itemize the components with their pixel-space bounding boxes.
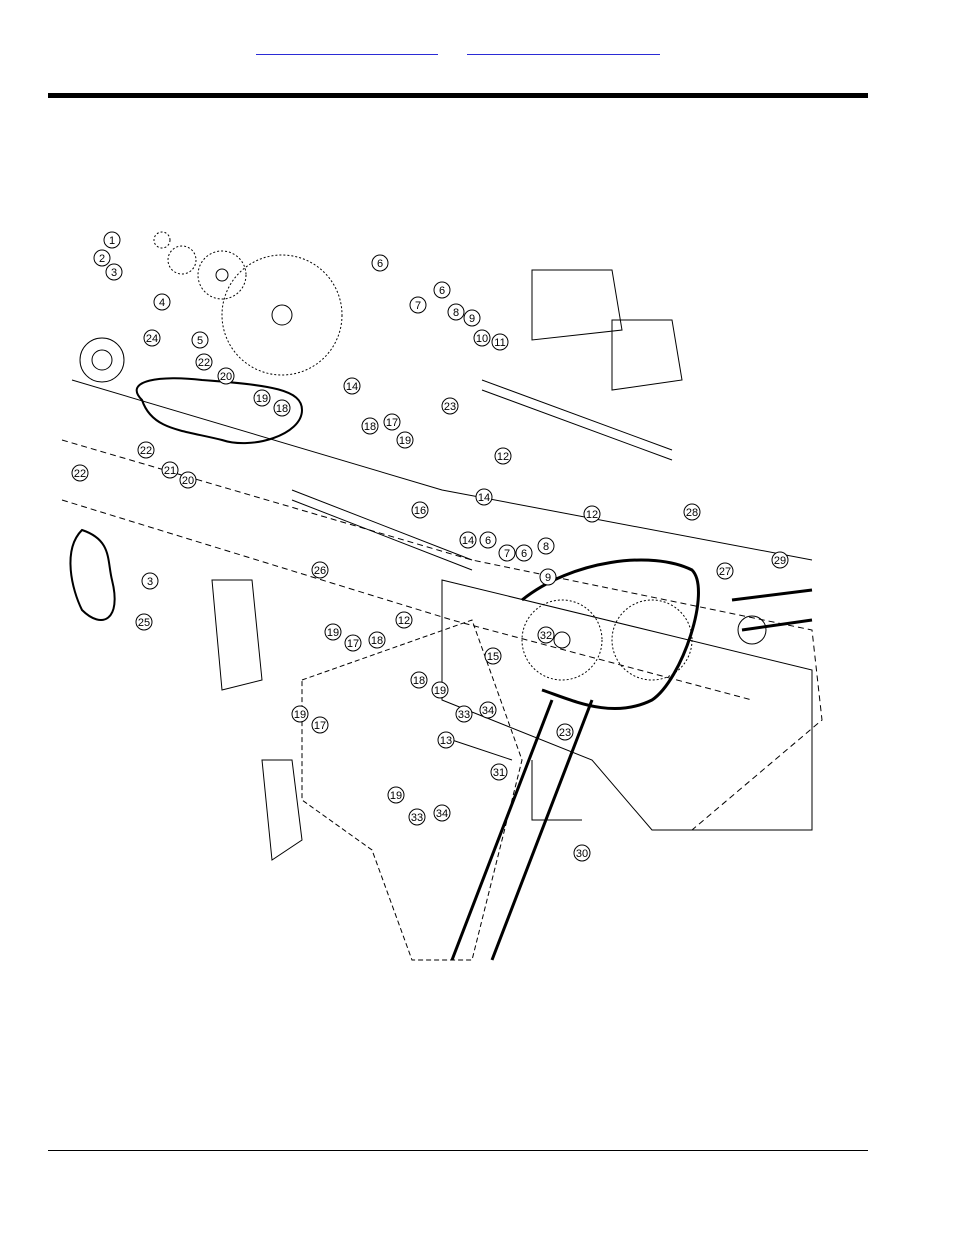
- callout-label: 16: [414, 505, 426, 517]
- footer-rule: [48, 1150, 868, 1151]
- callout-label: 17: [347, 638, 359, 650]
- callout-label: 30: [576, 848, 588, 860]
- callout-label: 6: [377, 258, 383, 270]
- callout-label: 24: [146, 333, 158, 345]
- callout-label: 14: [478, 492, 490, 504]
- callout-label: 14: [462, 535, 474, 547]
- callout-label: 3: [147, 576, 153, 588]
- callout-label: 22: [140, 445, 152, 457]
- callout-label: 9: [469, 313, 475, 325]
- callout-label: 34: [482, 705, 494, 717]
- callout-label: 18: [413, 675, 425, 687]
- callout-label: 8: [453, 307, 459, 319]
- callout-label: 10: [476, 333, 488, 345]
- callout-label: 6: [439, 285, 445, 297]
- callout-label: 27: [719, 566, 731, 578]
- callout-label: 12: [497, 451, 509, 463]
- callout-label: 21: [164, 465, 176, 477]
- callout-label: 25: [138, 617, 150, 629]
- callout-label: 8: [543, 541, 549, 553]
- header-link-1[interactable]: [256, 44, 438, 55]
- callout-label: 22: [74, 468, 86, 480]
- callout-label: 6: [485, 535, 491, 547]
- callout-label: 26: [314, 565, 326, 577]
- callout-label: 22: [198, 357, 210, 369]
- callout-label: 19: [327, 627, 339, 639]
- callout-label: 3: [111, 267, 117, 279]
- callout-label: 12: [398, 615, 410, 627]
- callout-label: 20: [220, 371, 232, 383]
- callout-label: 33: [458, 709, 470, 721]
- callout-label: 4: [159, 297, 165, 309]
- callout-label: 18: [371, 635, 383, 647]
- callout-label: 1: [109, 235, 115, 247]
- callout-label: 9: [545, 572, 551, 584]
- callout-label: 15: [487, 651, 499, 663]
- callout-label: 2: [99, 253, 105, 265]
- parts-diagram: 1 2 3 4 5 6 7 6 8 9 10 11 24 22 20 19 18…: [61, 231, 823, 961]
- callout-label: 31: [493, 767, 505, 779]
- callout-label: 12: [586, 509, 598, 521]
- callout-label: 7: [504, 548, 510, 560]
- callout-label: 19: [294, 709, 306, 721]
- callout-label: 19: [434, 685, 446, 697]
- callout-label: 29: [774, 555, 786, 567]
- callout-label: 19: [256, 393, 268, 405]
- callout-label: 14: [346, 381, 358, 393]
- callout-label: 34: [436, 808, 448, 820]
- callout-label: 23: [444, 401, 456, 413]
- callout-label: 23: [559, 727, 571, 739]
- callout-label: 33: [411, 812, 423, 824]
- callout-label: 18: [364, 421, 376, 433]
- callout-label: 5: [197, 335, 203, 347]
- callout-label: 19: [399, 435, 411, 447]
- callout-label: 17: [314, 720, 326, 732]
- callout-label: 32: [540, 630, 552, 642]
- callout-label: 18: [276, 403, 288, 415]
- header-link-2[interactable]: [467, 44, 660, 55]
- callout-label: 13: [440, 735, 452, 747]
- header-rule: [48, 93, 868, 98]
- callout-label: 11: [494, 337, 505, 349]
- callout-label: 20: [182, 475, 194, 487]
- callout-label: 19: [390, 790, 402, 802]
- callout-label: 17: [386, 417, 398, 429]
- callout-label: 7: [415, 300, 421, 312]
- callout-label: 28: [686, 507, 698, 519]
- callout-label: 6: [521, 548, 527, 560]
